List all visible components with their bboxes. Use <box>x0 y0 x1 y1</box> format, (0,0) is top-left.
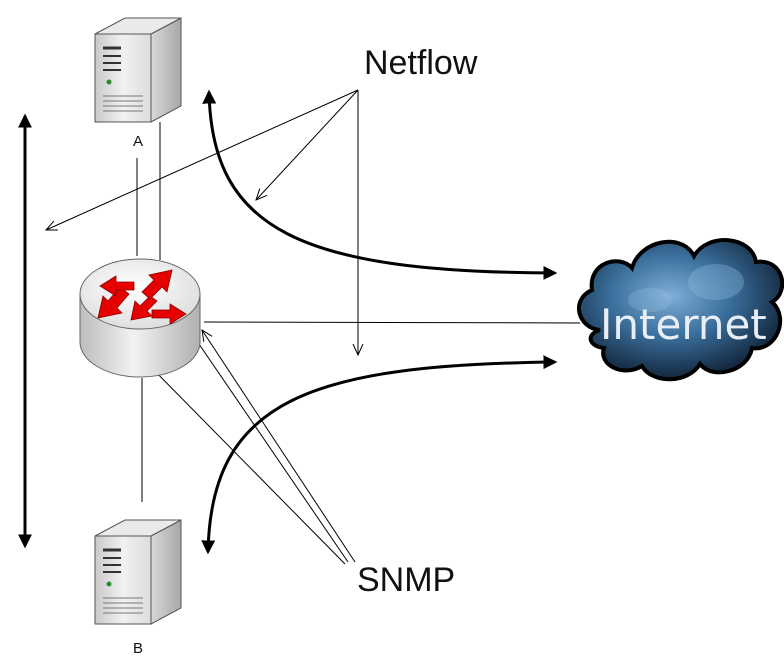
snmp-label: SNMP <box>357 561 456 599</box>
server-icon <box>94 17 182 123</box>
server-a-label: A <box>133 133 144 150</box>
snmp-arrow-1 <box>202 330 356 563</box>
upper-traffic-arrow <box>202 89 558 280</box>
router-internet-link <box>203 321 581 324</box>
netflow-label: Netflow <box>364 44 478 82</box>
cloud-icon <box>577 238 784 382</box>
netflow-arrow-mid <box>256 89 359 200</box>
netflow-arrow-left <box>46 89 359 230</box>
snmp-arrow-3 <box>144 360 346 565</box>
router-icon <box>79 258 201 378</box>
server-icon <box>94 519 182 625</box>
lower-traffic-arrow <box>201 355 558 555</box>
internet-label: Internet <box>600 300 767 349</box>
server-b-label: B <box>133 640 144 657</box>
